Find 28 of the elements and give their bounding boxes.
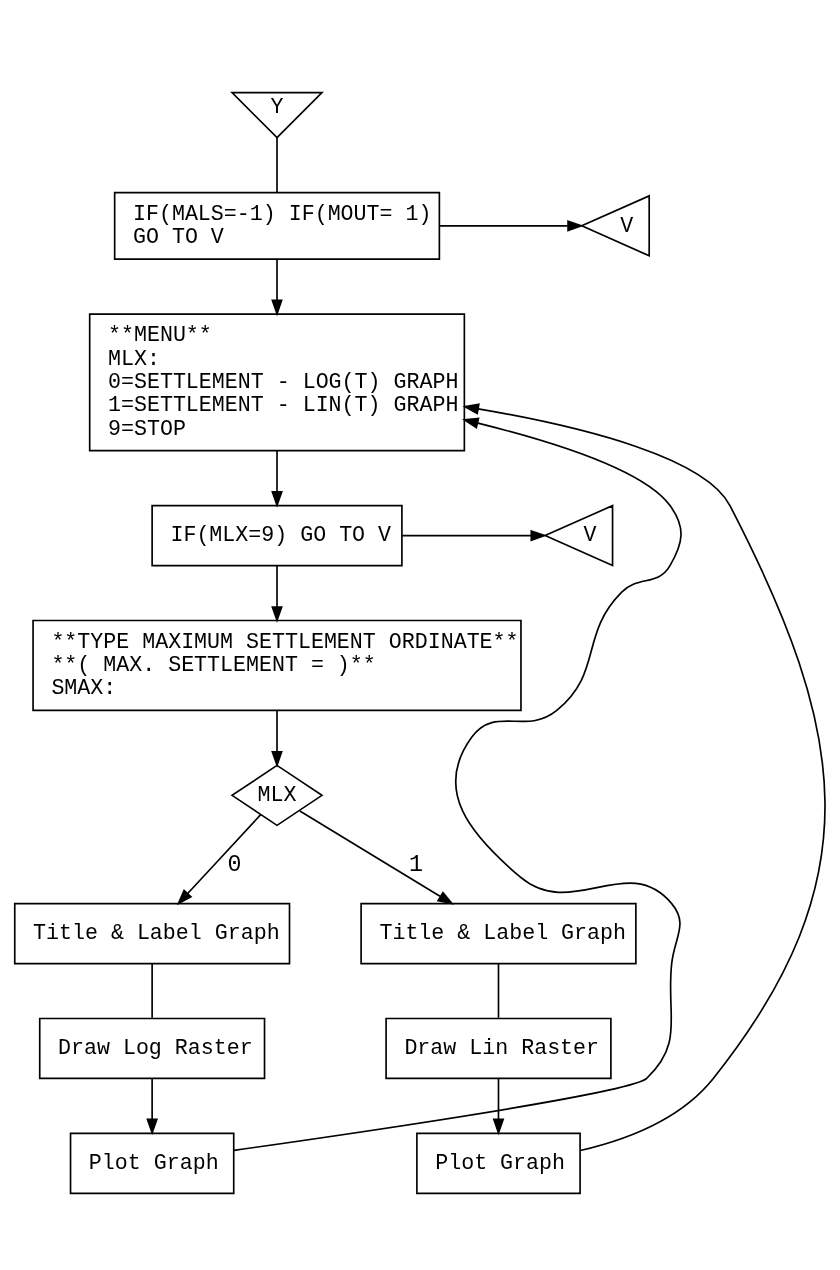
edge-label: 1 <box>409 851 424 878</box>
node-box: Draw Log Raster <box>38 1017 266 1079</box>
edge-label: 0 <box>227 851 242 878</box>
connector <box>497 962 500 1019</box>
arrow <box>492 1077 505 1135</box>
node-box: IF(MLX=9) GO TO V <box>151 504 403 566</box>
arrow <box>271 564 283 623</box>
arrow <box>401 529 548 541</box>
node-box: Title & Label Graph <box>360 902 637 964</box>
arrow <box>299 809 455 905</box>
node-box: **TYPE MAXIMUM SETTLEMENT ORDINATE** **( MAX. SETTLEMENT = )** SMAX: <box>32 619 522 711</box>
arrow <box>176 813 262 905</box>
node-box: **MENU** MLX: 0=SETTLEMENT - LOG(T) GRAPH 1=SETTLEMENT - LIN(T) GRAPH 9=STOP <box>88 312 466 451</box>
node-box: Title & Label Graph <box>13 902 291 964</box>
arrow <box>233 417 682 1151</box>
connector <box>151 962 153 1019</box>
arrow <box>438 219 584 232</box>
node-box: IF(MALS=-1) IF(MOUT= 1) GO TO V <box>113 191 441 260</box>
arrow <box>271 709 283 768</box>
node-diamond: MLX <box>230 763 324 826</box>
node-box: Plot Graph <box>416 1132 581 1194</box>
node-box: Plot Graph <box>69 1132 235 1194</box>
arrow <box>462 402 826 1151</box>
node-box: Draw Lin Raster <box>385 1017 612 1079</box>
arrow <box>271 257 283 316</box>
arrow <box>271 449 283 508</box>
connector <box>276 136 278 193</box>
arrow <box>146 1077 158 1135</box>
